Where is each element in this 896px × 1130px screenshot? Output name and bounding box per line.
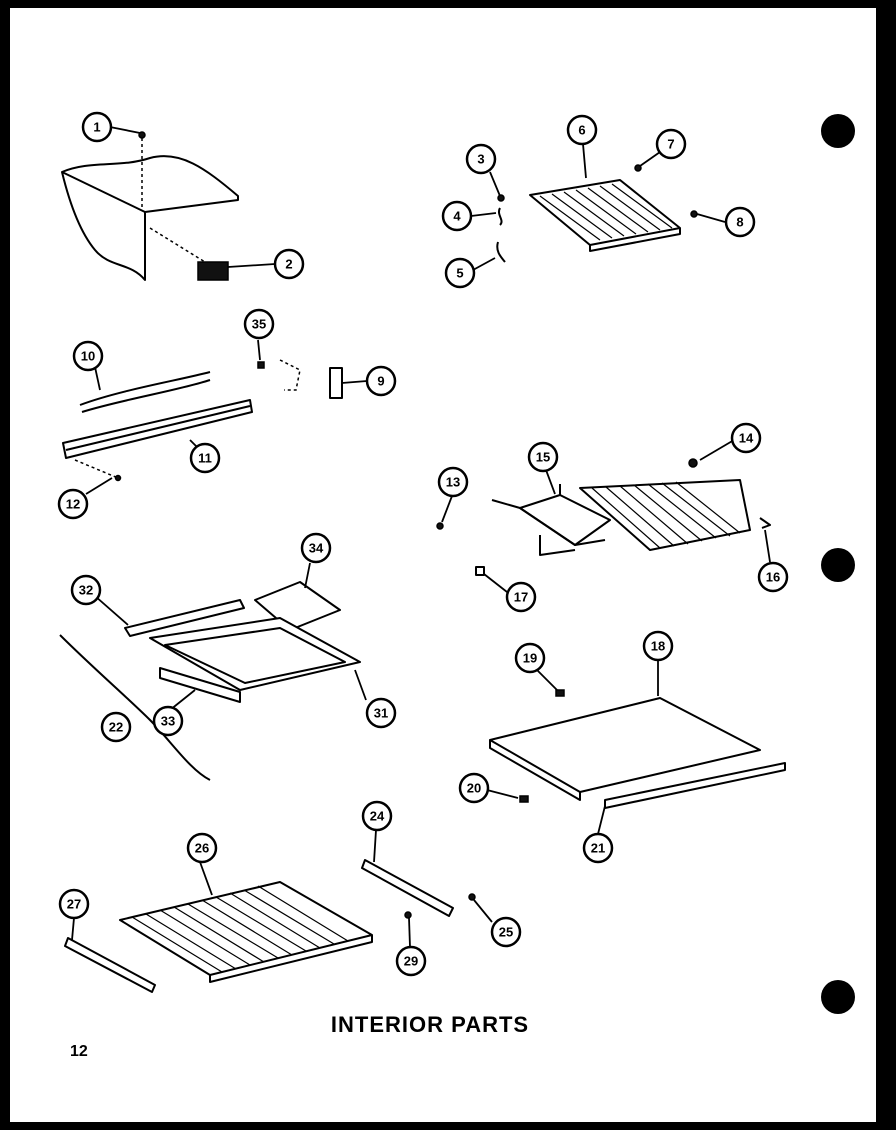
wire-shelf-lower — [64, 859, 476, 993]
callout-29: 29 — [404, 954, 418, 969]
callout-5: 5 — [456, 266, 463, 281]
vent-grille-part — [197, 261, 229, 281]
callout-26: 26 — [195, 841, 209, 856]
callout-3: 3 — [477, 152, 484, 167]
callout-32: 32 — [79, 583, 93, 598]
callout-10: 10 — [81, 349, 95, 364]
wire-shelf-middle — [436, 458, 771, 576]
page-title: INTERIOR PARTS — [330, 1012, 530, 1037]
callout-16: 16 — [766, 570, 780, 585]
callout-27: 27 — [67, 897, 81, 912]
callout-4: 4 — [453, 209, 461, 224]
callout-21: 21 — [591, 841, 605, 856]
callout-31: 31 — [374, 706, 388, 721]
callout-19: 19 — [523, 651, 537, 666]
callout-20: 20 — [467, 781, 481, 796]
callout-35: 35 — [252, 317, 266, 332]
callout-11: 11 — [198, 451, 212, 466]
callout-34: 34 — [309, 541, 324, 556]
callout-1: 1 — [93, 120, 100, 135]
callout-14: 14 — [739, 431, 754, 446]
crisper-frame-assembly — [59, 581, 361, 781]
binder-hole — [821, 980, 855, 1014]
shelf-rail-assembly — [62, 359, 343, 482]
wire-shelf-upper — [496, 164, 698, 263]
page-number: 12 — [70, 1043, 88, 1060]
callout-circle — [81, 111, 113, 143]
callout-9: 9 — [377, 374, 384, 389]
callout-24: 24 — [370, 809, 385, 824]
callout-6: 6 — [578, 123, 585, 138]
liner-corner-assembly — [61, 131, 239, 281]
callout-12: 12 — [66, 497, 80, 512]
callout-25: 25 — [499, 925, 513, 940]
callout-13: 13 — [446, 475, 460, 490]
callout-18: 18 — [651, 639, 665, 654]
glass-shelf — [489, 689, 786, 809]
callout-17: 17 — [514, 590, 528, 605]
binder-hole — [821, 114, 855, 148]
callout-7: 7 — [667, 137, 674, 152]
callout-leaders — [71, 126, 771, 948]
callout-15: 15 — [536, 450, 550, 465]
callout-2: 2 — [285, 257, 292, 272]
callout-33: 33 — [161, 714, 175, 729]
callout-22: 22 — [109, 720, 123, 735]
bracket-part — [329, 367, 343, 399]
callout-8: 8 — [736, 215, 743, 230]
callout-labels: 1 2 3 4 5 6 7 8 9 10 11 12 13 14 15 16 1 — [57, 111, 789, 977]
binder-hole — [821, 548, 855, 582]
